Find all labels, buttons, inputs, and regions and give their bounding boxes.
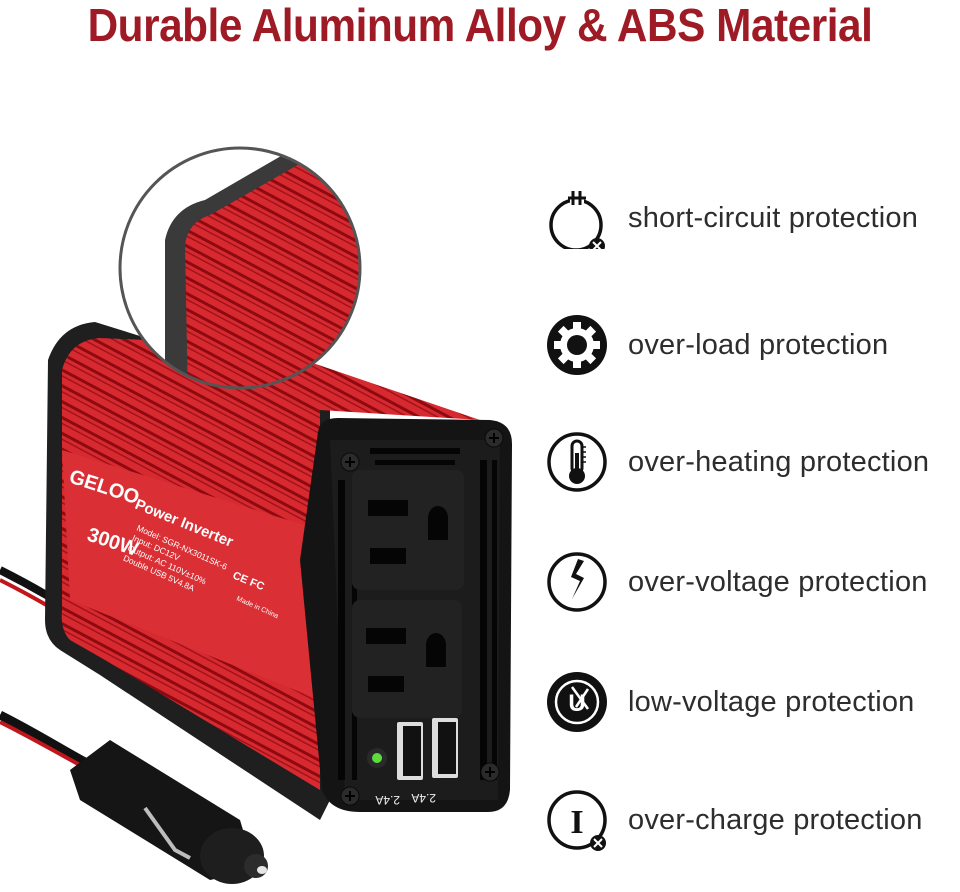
ac-outlet-bottom — [352, 600, 462, 718]
svg-text:I: I — [570, 804, 583, 841]
feature-over-heating: over-heating protection — [546, 430, 960, 494]
power-indicator — [372, 753, 382, 763]
thermometer-icon — [547, 432, 607, 492]
feature-label: over-charge protection — [628, 803, 923, 836]
feature-label: over-load protection — [628, 328, 889, 361]
ac-outlet-top — [352, 470, 464, 590]
feature-label: short-circuit protection — [628, 201, 919, 234]
short-circuit-icon — [549, 191, 605, 249]
svg-text:2.4A: 2.4A — [375, 793, 400, 807]
gear-icon — [547, 315, 607, 375]
over-charge-icon: I — [547, 790, 607, 851]
lightning-icon — [547, 552, 607, 612]
car-plug — [70, 740, 268, 884]
feature-over-charge: I over-charge protection — [546, 788, 960, 852]
svg-text:2.4A: 2.4A — [411, 791, 436, 805]
detail-magnifier — [118, 146, 362, 390]
feature-over-voltage: over-voltage protection — [546, 550, 960, 614]
feature-short-circuit: short-circuit protection — [546, 186, 960, 250]
feature-over-load: over-load protection — [546, 313, 960, 377]
feature-low-voltage: U low-voltage protection — [546, 670, 960, 734]
low-voltage-icon: U — [547, 672, 607, 732]
feature-label: low-voltage protection — [628, 685, 915, 718]
feature-label: over-heating protection — [628, 445, 930, 478]
power-inverter-image: 2.4A 2.4A GELOO Power Inverter 300W Mode… — [0, 146, 512, 884]
feature-label: over-voltage protection — [628, 565, 928, 598]
page-headline: Durable Aluminum Alloy & ABS Material — [87, 0, 873, 51]
